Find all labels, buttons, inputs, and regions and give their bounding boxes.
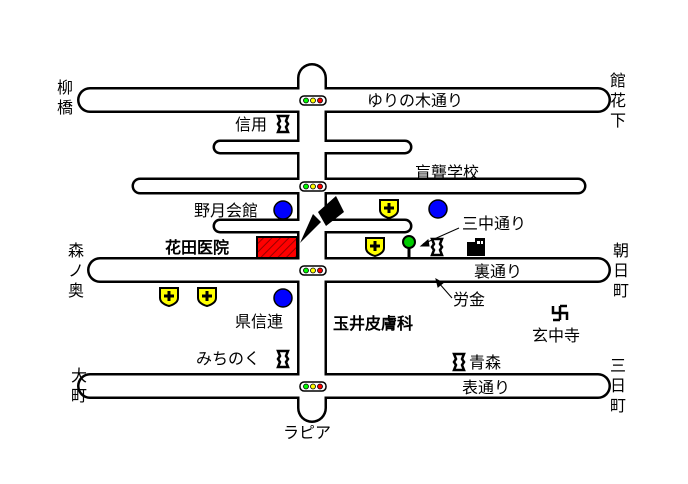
clinic-building[interactable] (256, 236, 298, 259)
svg-text:花: 花 (610, 91, 626, 110)
hospital-cross-icon (379, 199, 399, 220)
street-sanchu: 三中通り (462, 214, 526, 233)
bank-circle-icon (273, 200, 293, 220)
edge-mikkamachi: 三 日 町 (610, 356, 626, 415)
svg-text:ノ: ノ (68, 261, 84, 280)
place-genchuji: 玄中寺 (532, 326, 580, 345)
building-icon (467, 238, 485, 256)
hospital-cross-icon (365, 237, 385, 258)
place-tamai: 玉井皮膚科 (333, 314, 413, 333)
traffic-signal-icon (299, 95, 327, 106)
svg-text:日: 日 (610, 376, 626, 395)
hospital-cross-icon (159, 287, 179, 308)
traffic-signal-icon (299, 181, 327, 192)
street-yurinoki: ゆりの木通り (367, 91, 463, 110)
svg-text:森: 森 (68, 241, 84, 260)
street-omote: 表通り (462, 378, 510, 397)
place-roukin: 労金 (453, 290, 485, 309)
svg-text:町: 町 (71, 386, 87, 405)
place-kenshinren: 県信連 (235, 312, 283, 331)
place-yatsuki: 野月会館 (194, 201, 258, 220)
svg-text:大: 大 (71, 366, 87, 385)
place-moujin: 盲聾学校 (415, 163, 479, 182)
edge-morinooku: 森 ノ 奥 (68, 241, 84, 300)
bank-circle-icon (428, 199, 448, 219)
place-michinoku: みちのく (196, 349, 260, 368)
traffic-signal-icon (299, 381, 327, 392)
svg-text:朝: 朝 (613, 241, 629, 260)
svg-text:下: 下 (610, 111, 626, 130)
edge-asahimachi: 朝 日 町 (613, 241, 629, 300)
svg-text:柳: 柳 (57, 78, 73, 97)
pointer-lines (419, 227, 460, 299)
traffic-signal-icon (299, 265, 327, 276)
post-office-icon (430, 237, 444, 257)
clinic-name: 花田医院 (165, 238, 229, 257)
svg-text:奥: 奥 (68, 281, 84, 300)
svg-text:館: 館 (610, 71, 626, 90)
hospital-cross-icon (197, 287, 217, 308)
place-lapia: ラピア (283, 423, 331, 442)
svg-text:町: 町 (613, 281, 629, 300)
post-office-icon (452, 352, 466, 372)
edge-yanagibashi: 柳 橋 (57, 78, 73, 117)
svg-text:橋: 橋 (57, 98, 73, 117)
manji-temple-icon (551, 304, 569, 322)
place-aomori: 青森 (469, 353, 501, 372)
post-office-icon (276, 349, 290, 369)
svg-text:町: 町 (610, 396, 626, 415)
location-arrow-icon (300, 196, 344, 243)
street-urad: 裏通り (474, 262, 522, 281)
edge-kanbashita: 館 花 下 (610, 71, 626, 130)
bank-circle-icon (273, 288, 293, 308)
svg-text:三: 三 (610, 356, 626, 375)
edge-omachi: 大 町 (71, 366, 87, 405)
place-shinyo: 信用 (235, 115, 267, 134)
post-office-icon (276, 114, 290, 134)
school-tree-icon (402, 235, 416, 257)
svg-text:日: 日 (613, 261, 629, 280)
